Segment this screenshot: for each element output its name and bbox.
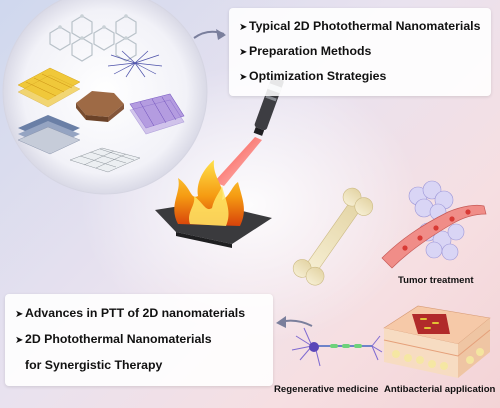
skin-wound-icon [383,305,491,378]
bullet-chevron-icon: ➤ [239,72,248,83]
flame-icon [155,160,272,248]
caption-tumor-treatment: Tumor treatment [398,275,474,286]
bone-icon [292,187,374,286]
bottom-item-synergistic: ➤2D Photothermal Nanomaterials [15,332,212,346]
bottom-item-text: 2D Photothermal Nanomaterials [25,332,212,346]
top-item-typical-materials: ➤Typical 2D Photothermal Nanomaterials [239,19,480,33]
caption-antibacterial-application: Antibacterial application [384,384,496,395]
bullet-chevron-icon: ➤ [239,22,248,33]
laser-beam [214,137,262,186]
bullet-chevron-icon: ➤ [15,309,24,320]
top-item-optimization: ➤Optimization Strategies [239,69,386,83]
blood-vessel-tumor-icon [381,180,487,269]
top-item-text: Typical 2D Photothermal Nanomaterials [249,19,481,33]
top-item-preparation: ➤Preparation Methods [239,44,371,58]
caption-regenerative-medicine: Regenerative medicine [274,384,379,395]
neuron-body [309,342,319,352]
bottom-summary-box: ➤Advances in PTT of 2D nanomaterials ➤2D… [5,294,273,386]
top-summary-box: ➤Typical 2D Photothermal Nanomaterials ➤… [229,8,491,96]
top-item-text: Optimization Strategies [249,69,387,83]
bottom-item-advances: ➤Advances in PTT of 2D nanomaterials [15,306,245,320]
bottom-item-text: for Synergistic Therapy [25,358,163,372]
nanosheet-cluster-icon [2,0,208,195]
bullet-chevron-icon: ➤ [15,335,24,346]
bottom-item-text: Advances in PTT of 2D nanomaterials [25,306,246,320]
bullet-chevron-icon: ➤ [239,47,248,58]
top-item-text: Preparation Methods [249,44,372,58]
bottom-item-synergistic-cont: for Synergistic Therapy [25,358,162,372]
